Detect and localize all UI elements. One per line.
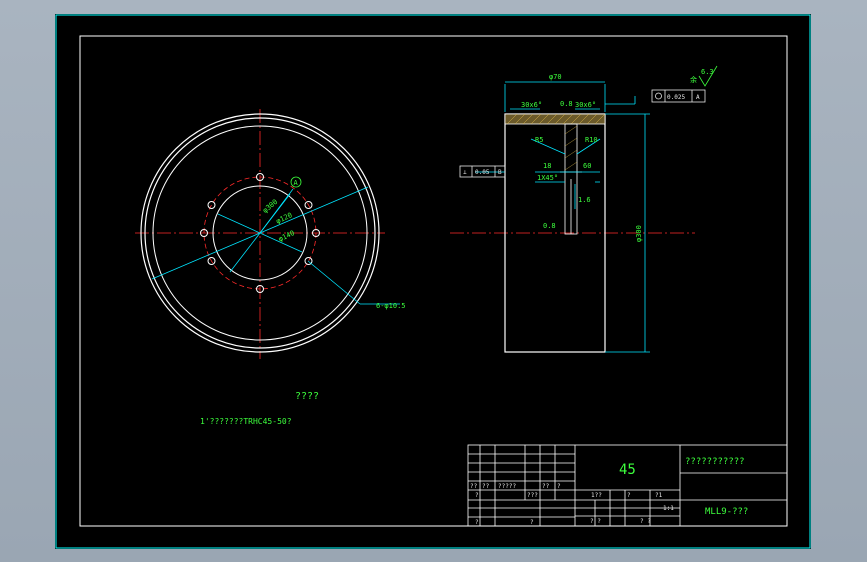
height-dim: φ300 [635,225,643,242]
svg-text:?: ? [557,483,561,490]
chamfer-left-dim: 30x6° [521,101,542,109]
radius-left-dim: R5 [535,136,543,144]
front-view: φ300 φ120 φ140 A 6-φ10.5 [135,109,406,359]
svg-text:?: ? [627,492,631,499]
coaxiality-value: 0.025 [667,94,685,101]
length2-dim: 60 [583,162,591,170]
outer-circle-inner [144,117,376,349]
title-block [467,444,788,527]
bolt-hole-note: 6-φ10.5 [376,302,406,310]
svg-text:?: ? [475,492,479,499]
datum-a-bubble [290,176,302,188]
title-block-labels: ?? ?? ????? ?? ? ? ??? ? ? 1?? ? ?1 1:1 … [470,483,674,526]
hub-outer-label: φ140 [277,229,296,243]
svg-text:1??: 1?? [591,492,602,499]
bolt-hole [304,257,313,265]
hardness-note: 1'???????TRHC45-50? [200,417,292,426]
flatness-dim: 0.8 [560,100,573,108]
svg-text:?????: ????? [498,483,516,490]
svg-text:???: ??? [527,492,538,499]
roughness-dim: 1.6 [578,196,591,204]
svg-text:?: ? [475,519,479,526]
company-field: ??????????? [685,457,745,467]
outer-frame [55,14,811,549]
bolt-hole [304,201,313,209]
perpendicularity-frame [459,165,506,178]
svg-text:??: ?? [542,483,550,490]
coaxiality-symbol [655,92,662,100]
hub-bore-label: φ120 [275,211,294,225]
radius-right-dim: R10 [585,136,598,144]
bolt-hole [207,201,216,209]
svg-text:? ?: ? ? [640,518,651,525]
perpendicularity-symbol: ⊥ [463,169,467,176]
side-roughness: 0.8 [543,222,556,230]
surface-finish-icon [698,65,718,87]
svg-text:??: ?? [482,483,490,490]
length-dim: 18 [543,162,551,170]
svg-text:1:1: 1:1 [663,505,674,512]
datum-a-label: A [294,179,299,187]
inner-frame [79,35,788,527]
perpendicularity-value: 0.05 [475,169,490,176]
bolt-holes [200,173,320,293]
bolt-hole [256,285,264,293]
outer-circle [140,113,380,353]
hub-circle [212,185,308,281]
bolt-hole [200,229,208,237]
coaxiality-frame [651,89,706,103]
bolt-hole [256,173,264,181]
front-dimension-lines [151,186,400,305]
thread-dim: 1X45° [537,174,558,182]
technical-requirements-title: ???? [295,391,319,402]
cad-canvas: φ300 φ120 φ140 A 6-φ10.5 [55,14,811,549]
section-dimension-lines [475,81,650,353]
coaxiality-ref: A [696,94,700,101]
bolt-circle-label: φ300 [261,198,279,215]
svg-text:?: ? [530,519,534,526]
bolt-hole [312,229,320,237]
bolt-hole [207,257,216,265]
drawing-number-field: MLL9-??? [705,507,748,517]
chamfer-right-dim: 30x6° [575,101,596,109]
bolt-circle [203,176,317,290]
drawing-sheet: φ300 φ120 φ140 A 6-φ10.5 [55,14,811,549]
svg-text:??: ?? [470,483,478,490]
svg-text:? ?: ? ? [590,518,601,525]
width-dim: φ70 [549,73,562,81]
section-view: φ70 30x6° 0.8 30x6° R5 R10 18 60 1X45° 1… [450,65,718,353]
surface-rest-value: 6.3 [701,68,714,76]
surface-rest-label: 余 [690,75,697,84]
perpendicularity-ref: B [498,169,502,176]
rim-circle [152,125,368,341]
svg-text:?1: ?1 [655,492,663,499]
material-field: 45 [619,462,636,478]
